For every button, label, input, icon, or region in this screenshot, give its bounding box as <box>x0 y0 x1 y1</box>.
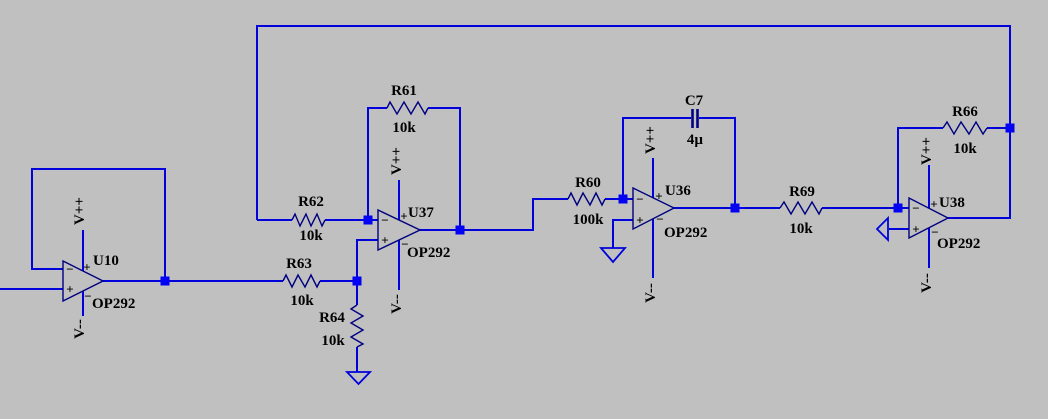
resistor-value-label: 10k <box>392 120 416 136</box>
ground-symbol-u36[interactable] <box>599 247 627 264</box>
opamp-u10[interactable]: U10 OP292 V++ V-- − + + − <box>62 197 135 339</box>
vminus-pin-marker: − <box>931 225 938 240</box>
resistor-value-label: 10k <box>321 333 345 349</box>
vplus-pin-marker: + <box>930 197 937 212</box>
vplus-label: V++ <box>643 126 659 154</box>
noninverting-pin-marker: + <box>66 282 73 297</box>
capacitor-value-label: 4µ <box>687 132 704 148</box>
ground-symbol-r64[interactable] <box>344 371 373 386</box>
resistor-zigzag[interactable] <box>942 120 988 136</box>
ground-arrow-u38[interactable] <box>875 215 889 243</box>
opamp-part-label: OP292 <box>664 225 707 241</box>
wire-global-feedback[interactable] <box>256 25 1011 220</box>
resistor-ref-label: R69 <box>789 184 815 200</box>
resistor-zigzag[interactable] <box>567 191 606 207</box>
junction-dot[interactable] <box>352 276 362 286</box>
resistor-r69[interactable]: R69 10k <box>779 184 823 237</box>
resistor-zigzag[interactable] <box>349 304 365 348</box>
inverting-pin-marker: − <box>636 192 643 207</box>
vminus-pin-marker: − <box>656 212 663 227</box>
vplus-pin-marker: + <box>655 189 662 204</box>
opamp-triangle[interactable] <box>908 196 950 240</box>
wire-r61-right[interactable] <box>428 107 461 230</box>
resistor-r66[interactable]: R66 10k <box>942 104 988 157</box>
wire-u36-ground[interactable] <box>612 219 633 248</box>
junction-dot[interactable] <box>455 225 465 235</box>
opamp-triangle[interactable] <box>632 186 676 231</box>
junction-dot[interactable] <box>730 203 740 213</box>
junction-dot[interactable] <box>160 276 170 286</box>
resistor-r62[interactable]: R62 10k <box>291 194 326 244</box>
noninverting-pin-marker: + <box>381 233 388 248</box>
opamp-ref-label: U36 <box>665 183 691 199</box>
opamp-ref-label: U37 <box>408 205 434 221</box>
opamp-u37[interactable]: U37 OP292 V++ V-- − + + − <box>377 147 450 314</box>
wire-u37-noninv[interactable] <box>356 239 378 281</box>
wire-r61-left[interactable] <box>367 107 387 220</box>
vminus-pin-marker: − <box>401 237 408 252</box>
resistor-ref-label: R63 <box>286 256 312 272</box>
resistor-zigzag[interactable] <box>282 273 321 289</box>
resistor-value-label: 10k <box>290 293 314 309</box>
capacitor-ref-label: C7 <box>685 93 704 109</box>
capacitor-c7[interactable]: C7 4µ <box>685 93 704 148</box>
vplus-label: V++ <box>389 147 405 175</box>
resistor-value-label: 10k <box>299 228 323 244</box>
vplus-pin-marker: + <box>83 260 90 275</box>
opamp-triangle[interactable] <box>377 208 422 252</box>
resistor-ref-label: R62 <box>298 194 324 210</box>
vminus-pin-marker: − <box>84 289 91 304</box>
wire-c7-right[interactable] <box>699 117 736 208</box>
resistor-r61[interactable]: R61 10k <box>386 83 429 136</box>
junction-dot[interactable] <box>363 215 373 225</box>
vminus-label: V-- <box>389 294 405 314</box>
wire-u10-feedback[interactable] <box>31 168 166 282</box>
noninverting-pin-marker: + <box>636 213 643 228</box>
vminus-label: V-- <box>919 273 935 293</box>
resistor-zigzag[interactable] <box>779 200 823 216</box>
inverting-pin-marker: − <box>381 213 388 228</box>
resistor-ref-label: R61 <box>391 83 417 99</box>
vplus-pin-marker: + <box>400 209 407 224</box>
wire-u37-output[interactable] <box>420 198 568 231</box>
opamp-ref-label: U10 <box>93 253 119 269</box>
vplus-label: V++ <box>919 137 935 165</box>
wire-c7-left[interactable] <box>622 117 691 199</box>
wires <box>0 25 1011 372</box>
wire-r66-left[interactable] <box>897 127 943 208</box>
resistor-value-label: 100k <box>573 212 605 228</box>
noninverting-pin-marker: + <box>912 222 919 237</box>
junction-dot[interactable] <box>893 203 903 213</box>
opamp-part-label: OP292 <box>92 296 135 312</box>
inverting-pin-marker: − <box>66 262 73 277</box>
vminus-label: V-- <box>643 283 659 303</box>
resistor-r64[interactable]: R64 10k <box>319 304 365 349</box>
vminus-label: V-- <box>72 319 88 339</box>
opamp-ref-label: U38 <box>939 195 965 211</box>
vplus-label: V++ <box>72 197 88 225</box>
junction-dot[interactable] <box>1005 123 1015 133</box>
resistor-value-label: 10k <box>953 141 977 157</box>
resistor-zigzag[interactable] <box>291 212 326 228</box>
opamp-part-label: OP292 <box>407 245 450 261</box>
resistor-r60[interactable]: R60 100k <box>567 175 606 228</box>
opamp-part-label: OP292 <box>937 236 980 252</box>
opamp-triangle[interactable] <box>62 259 105 303</box>
junctions <box>160 123 1015 286</box>
resistor-r63[interactable]: R63 10k <box>282 256 321 309</box>
opamp-u36[interactable]: U36 OP292 V++ V-- − + + − <box>632 126 707 303</box>
opamp-u38[interactable]: U38 OP292 V++ V-- − + + − <box>908 137 980 293</box>
resistor-value-label: 10k <box>789 221 813 237</box>
resistor-ref-label: R64 <box>319 310 345 326</box>
resistor-zigzag[interactable] <box>386 100 429 116</box>
inverting-pin-marker: − <box>912 201 919 216</box>
resistor-ref-label: R60 <box>575 175 601 191</box>
junction-dot[interactable] <box>618 194 628 204</box>
resistor-ref-label: R66 <box>952 104 978 120</box>
